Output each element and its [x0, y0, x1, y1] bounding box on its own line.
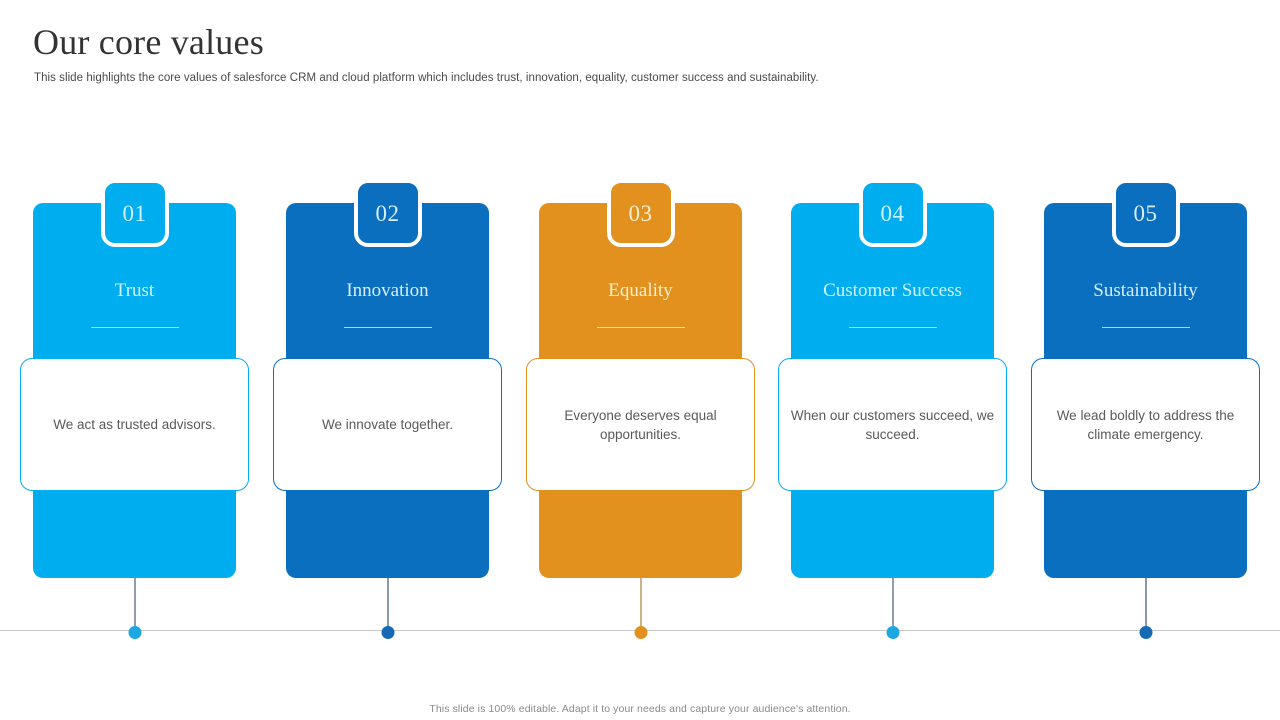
value-card-timeline-dot	[128, 626, 141, 639]
value-card-divider	[1101, 327, 1190, 328]
value-card-description-box: When our customers succeed, we succeed.	[778, 358, 1007, 491]
value-card-number: 04	[880, 200, 905, 226]
value-card-timeline-dot	[886, 626, 899, 639]
value-card-description-box: We innovate together.	[273, 358, 502, 491]
value-card-number-badge: 01	[100, 179, 169, 247]
value-card-number-badge: 02	[353, 179, 422, 247]
value-card-description: We lead boldly to address the climate em…	[1056, 407, 1235, 442]
value-card-description-box: We act as trusted advisors.	[20, 358, 249, 491]
value-card-divider	[343, 327, 432, 328]
value-card-number: 05	[1133, 200, 1158, 226]
value-card-description: Everyone deserves equal opportunities.	[564, 407, 717, 442]
footer-note: This slide is 100% editable. Adapt it to…	[429, 703, 851, 715]
value-card-description-box: We lead boldly to address the climate em…	[1031, 358, 1260, 491]
value-card-connector-line	[640, 578, 641, 633]
value-card-divider	[90, 327, 179, 328]
value-card-title: Equality	[608, 280, 673, 301]
value-card-description: We innovate together.	[321, 417, 454, 432]
value-card-connector-line	[134, 578, 135, 633]
value-card-title: Customer Success	[823, 280, 962, 301]
value-card-connector-line	[892, 578, 893, 633]
value-card-description-box: Everyone deserves equal opportunities.	[526, 358, 755, 491]
value-card-timeline-dot	[634, 626, 647, 639]
value-card-title: Sustainability	[1093, 280, 1198, 301]
value-card-number-badge: 04	[858, 179, 927, 247]
value-card-description: We act as trusted advisors.	[53, 417, 216, 432]
value-card-timeline-dot	[1139, 626, 1152, 639]
value-card-description: When our customers succeed, we succeed.	[790, 407, 995, 442]
value-card-title: Innovation	[346, 280, 429, 301]
value-card-connector-line	[387, 578, 388, 633]
value-card-divider	[596, 327, 685, 328]
value-card-divider	[848, 327, 937, 328]
value-card-number-badge: 03	[606, 179, 675, 247]
value-card-number-badge: 05	[1111, 179, 1180, 247]
value-card-connector-line	[1145, 578, 1146, 633]
value-card-timeline-dot	[381, 626, 394, 639]
value-card-number: 02	[375, 200, 400, 226]
page-subtitle: This slide highlights the core values of…	[34, 72, 819, 84]
value-card-number: 03	[628, 200, 653, 226]
value-card-title: Trust	[114, 280, 155, 301]
value-card-number: 01	[122, 200, 147, 226]
page-title: Our core values	[33, 22, 264, 62]
